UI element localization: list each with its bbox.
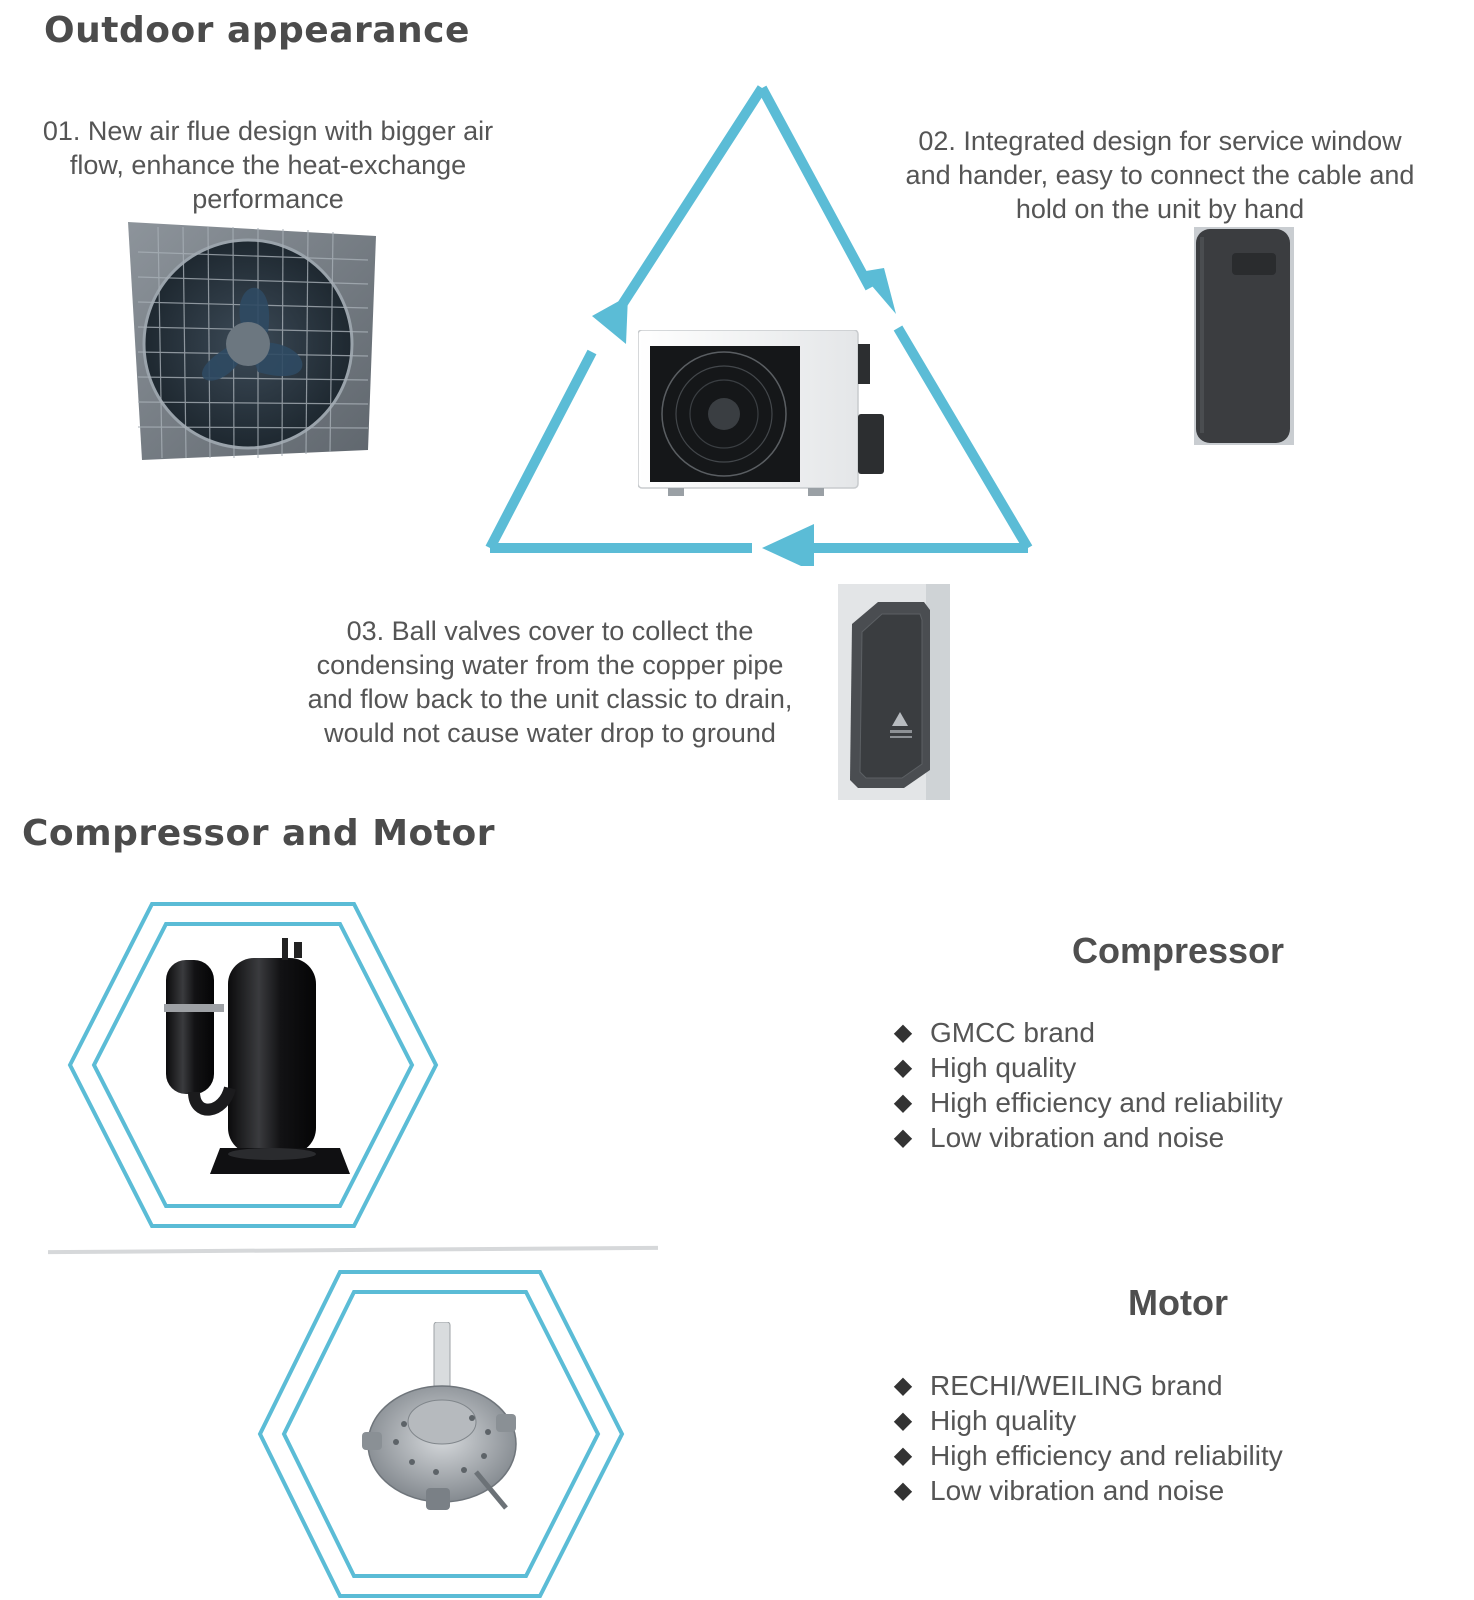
service-window-cover-image bbox=[1194, 227, 1294, 445]
feature-03-line: and flow back to the unit classic to dra… bbox=[307, 684, 793, 714]
feature-01-line: 01. New air flue design with bigger air bbox=[42, 116, 494, 146]
triangle-left-lower-edge bbox=[485, 349, 597, 551]
fan-grille-image bbox=[128, 222, 376, 460]
feature-03-line: condensing water from the copper pipe bbox=[316, 650, 784, 680]
list-item: ◆ Low vibration and noise bbox=[890, 1473, 1283, 1508]
motor-image bbox=[356, 1322, 524, 1516]
list-item: ◆ Low vibration and noise bbox=[890, 1120, 1283, 1155]
list-item-label: RECHI/WEILING brand bbox=[930, 1370, 1223, 1401]
compressor-image bbox=[164, 938, 350, 1182]
list-item: ◆ High quality bbox=[890, 1403, 1283, 1438]
feature-02-text: 02. Integrated design for service window… bbox=[880, 124, 1440, 226]
triangle-right-upper-edge bbox=[757, 85, 875, 291]
outdoor-section-title: Outdoor appearance bbox=[44, 10, 470, 51]
list-item-label: GMCC brand bbox=[930, 1017, 1095, 1048]
list-item-label: High quality bbox=[930, 1405, 1077, 1436]
diamond-bullet-icon: ◆ bbox=[893, 1407, 913, 1434]
list-item: ◆ High quality bbox=[890, 1050, 1283, 1085]
triangle-left-edge bbox=[615, 85, 767, 311]
cycle-triangle-diagram bbox=[480, 76, 1040, 566]
compressor-heading: Compressor bbox=[1072, 930, 1285, 971]
components-section-title: Compressor and Motor bbox=[22, 813, 495, 854]
motor-heading: Motor bbox=[1128, 1282, 1228, 1323]
list-item: ◆ High efficiency and reliability bbox=[890, 1085, 1283, 1120]
diamond-bullet-icon: ◆ bbox=[893, 1124, 913, 1151]
list-item-label: High efficiency and reliability bbox=[930, 1087, 1283, 1118]
arrow-left-bottom bbox=[762, 524, 814, 566]
motor-hexagon-frame bbox=[256, 1268, 626, 1600]
diamond-bullet-icon: ◆ bbox=[893, 1442, 913, 1469]
list-item-label: High efficiency and reliability bbox=[930, 1440, 1283, 1471]
arrow-down-right bbox=[860, 268, 896, 314]
feature-03-line: 03. Ball valves cover to collect the bbox=[346, 616, 754, 646]
feature-03-text: 03. Ball valves cover to collect the con… bbox=[280, 614, 820, 750]
diamond-bullet-icon: ◆ bbox=[893, 1372, 913, 1399]
list-item: ◆ GMCC brand bbox=[890, 1015, 1283, 1050]
feature-02-line: 02. Integrated design for service window bbox=[918, 126, 1402, 156]
feature-02-line: and hander, easy to connect the cable an… bbox=[905, 160, 1415, 190]
feature-02-line: hold on the unit by hand bbox=[1015, 194, 1305, 224]
compressor-feature-list: ◆ GMCC brand ◆ High quality ◆ High efficien… bbox=[890, 1015, 1283, 1155]
feature-01-line: performance bbox=[192, 184, 344, 214]
diamond-bullet-icon: ◆ bbox=[893, 1477, 913, 1504]
feature-01-text: 01. New air flue design with bigger air … bbox=[18, 114, 518, 216]
feature-03-line: would not cause water drop to ground bbox=[324, 718, 776, 748]
diamond-bullet-icon: ◆ bbox=[893, 1019, 913, 1046]
diamond-bullet-icon: ◆ bbox=[893, 1089, 913, 1116]
arrow-up-left bbox=[592, 296, 628, 344]
feature-01-line: flow, enhance the heat-exchange bbox=[69, 150, 467, 180]
list-item-label: Low vibration and noise bbox=[930, 1122, 1225, 1153]
diamond-bullet-icon: ◆ bbox=[893, 1054, 913, 1081]
list-item: ◆ High efficiency and reliability bbox=[890, 1438, 1283, 1473]
outdoor-unit-image bbox=[638, 330, 888, 498]
list-item-label: High quality bbox=[930, 1052, 1077, 1083]
list-item-label: Low vibration and noise bbox=[930, 1475, 1225, 1506]
triangle-right-lower-edge bbox=[893, 325, 1033, 551]
list-item: ◆ RECHI/WEILING brand bbox=[890, 1368, 1283, 1403]
motor-feature-list: ◆ RECHI/WEILING brand ◆ High quality ◆ High… bbox=[890, 1368, 1283, 1508]
section-divider bbox=[47, 1245, 659, 1255]
compressor-hexagon-frame bbox=[66, 900, 440, 1230]
ball-valve-cover-image bbox=[838, 584, 950, 800]
